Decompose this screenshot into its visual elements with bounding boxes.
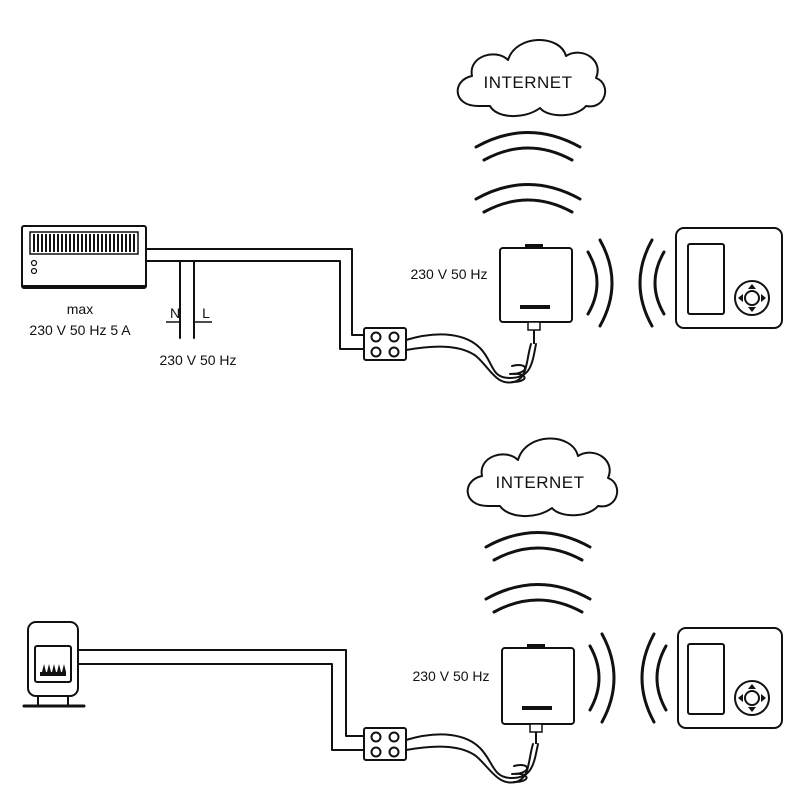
top-cloud-icon: INTERNET: [456, 39, 606, 117]
boiler-cable: [77, 649, 365, 751]
bottom-terminal-block-icon: [363, 727, 407, 761]
bottom-cloud-icon: INTERNET: [466, 437, 618, 517]
bottom-thermostat-icon: [677, 627, 783, 729]
heater-max-label: max: [67, 301, 93, 317]
bottom-radio-signal-icon: [588, 632, 668, 724]
mains-voltage-label: 230 V 50 Hz: [159, 352, 236, 368]
terminal-l-label: L: [202, 305, 210, 321]
bottom-cloud-label: INTERNET: [496, 473, 585, 492]
mains-supply-wires: [166, 260, 212, 339]
top-scenario: INTERNET: [21, 39, 783, 384]
bottom-internet-signal-icon: [484, 531, 592, 614]
gas-boiler-icon: [22, 621, 86, 708]
bottom-coiled-cable: [405, 733, 539, 784]
top-terminal-block-icon: [363, 327, 407, 361]
top-radio-signal-icon: [586, 238, 666, 328]
top-thermostat-icon: [675, 227, 783, 329]
top-coiled-cable: [405, 333, 537, 384]
top-receiver-voltage-label: 230 V 50 Hz: [410, 266, 487, 282]
bottom-scenario: INTERNET: [22, 437, 783, 784]
heater-rating-label: 230 V 50 Hz 5 A: [29, 322, 131, 338]
heater-cable: [145, 248, 365, 350]
bottom-receiver-voltage-label: 230 V 50 Hz: [412, 668, 489, 684]
top-cloud-label: INTERNET: [484, 73, 573, 92]
terminal-n-label: N: [170, 305, 180, 321]
electric-heater-icon: [21, 225, 147, 289]
bottom-wall-receiver-icon: [501, 644, 575, 744]
top-internet-signal-icon: [474, 131, 582, 214]
top-wall-receiver-icon: [499, 244, 573, 344]
